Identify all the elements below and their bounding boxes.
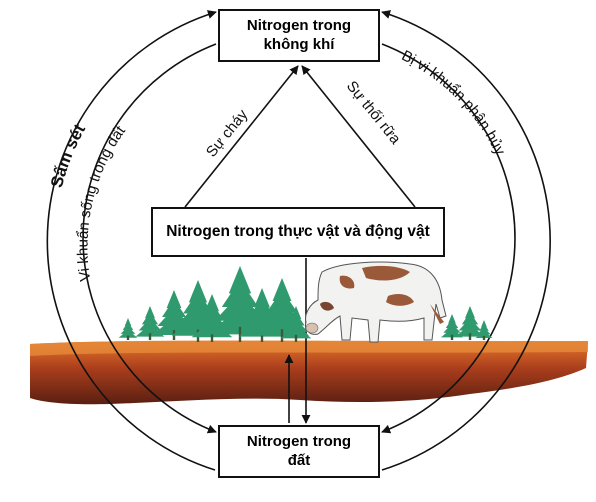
soil-box-line2: đất [287,451,311,469]
soil-layer [30,340,588,405]
decay-label: Sự thối rữa [343,78,404,148]
soil-bacteria-arrow [82,43,217,434]
decomposer-label: Bị vi khuẩn phân hủy [399,47,509,158]
pine-tree-trunk [482,336,486,340]
pine-tree-trunk [450,334,454,340]
pine-tree-icon [118,318,138,338]
lightning-label: Sấm sét [47,121,89,190]
pine-tree-icon [455,306,485,337]
soil-nitrogen-box: Nitrogen trong đất [218,425,380,478]
plants-animals-nitrogen-box: Nitrogen trong thực vật và động vật [151,207,445,257]
lightning-arrow [46,10,217,471]
pine-tree-trunk [126,335,130,340]
pine-tree-icon [475,320,493,338]
pine-tree-trunk [148,333,152,340]
soil-box-line1: Nitrogen trong [246,432,352,450]
decomposer-arrow [381,10,551,471]
air-box-line1: Nitrogen trong [246,16,352,34]
cow-icon [305,261,447,343]
pine-tree-icon [135,306,165,337]
plants-box-text: Nitrogen trong thực vật và động vật [166,223,430,241]
soil-bacteria-label: Vi khuẩn sống trong đất [74,122,129,282]
pine-tree-trunk [468,333,472,340]
pine-tree-icon [280,306,312,339]
pine-tree-trunk [238,326,242,342]
burning-arrow [184,65,299,208]
pine-tree-trunk [294,334,298,342]
air-box-line2: không khí [263,35,335,53]
pine-tree-icon [440,314,464,338]
decay-arrow [301,65,416,208]
pine-tree-trunk [260,331,264,342]
pine-tree-trunk [210,332,214,342]
air-to-soil-arrow [381,43,516,434]
pine-tree-trunk [280,329,284,342]
pine-tree-icon [118,266,493,342]
air-nitrogen-box: Nitrogen trong không khí [218,9,380,62]
